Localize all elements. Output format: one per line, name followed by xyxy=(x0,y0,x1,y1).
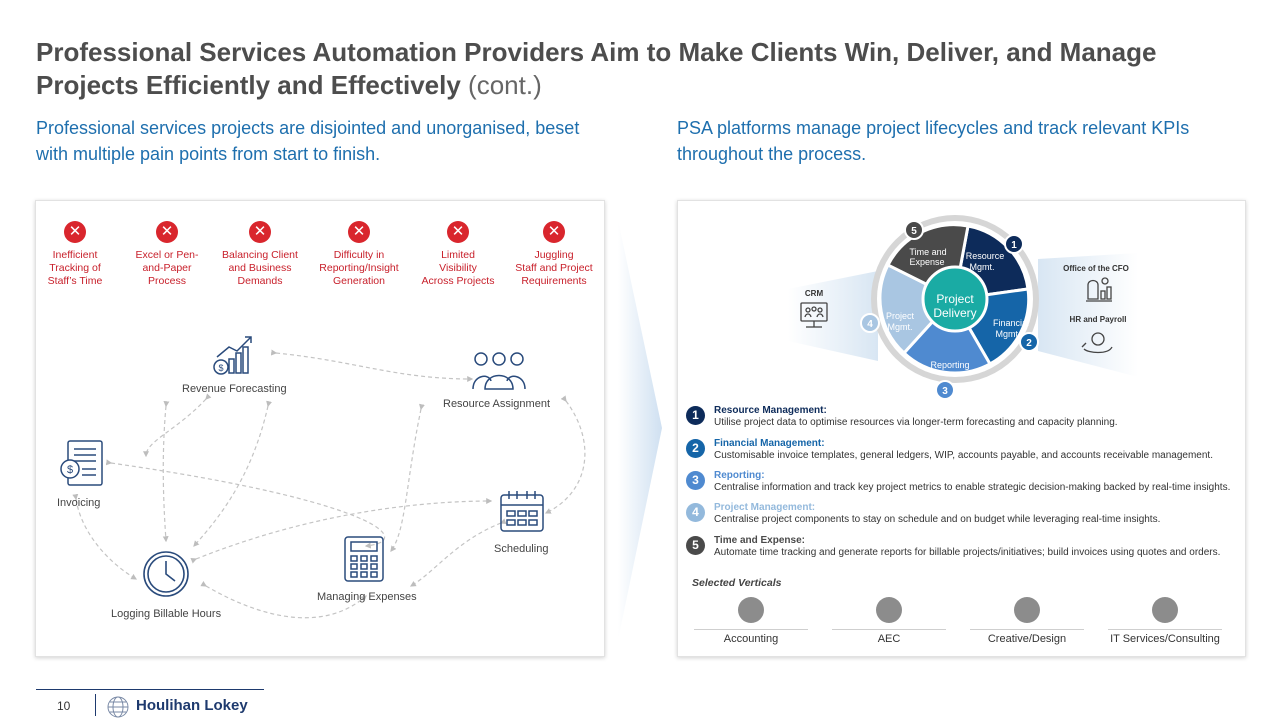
it-services-icon xyxy=(1152,597,1178,623)
seg-financial-label-1: Financial xyxy=(993,318,1029,328)
kpi-number-2: 2 xyxy=(686,439,705,458)
vertical-creative-design: Creative/Design xyxy=(970,597,1084,645)
psa-lifecycle-donut: Project Delivery Resource Mgmt. Financia… xyxy=(788,215,1138,400)
revenue-chart-icon: $ xyxy=(213,336,252,375)
invoice-icon: $ xyxy=(60,440,103,486)
badge-3: 3 xyxy=(942,386,948,397)
right-subtitle: PSA platforms manage project lifecycles … xyxy=(677,118,1190,164)
kpi-title-2: Financial Management: xyxy=(714,438,825,449)
hr-payroll-icon xyxy=(1081,332,1113,354)
svg-text:$: $ xyxy=(218,363,223,373)
x-icon: ✕ xyxy=(348,221,370,243)
seg-time-label-2: Expense xyxy=(909,257,944,267)
kpi-desc-3: Centralise information and track key pro… xyxy=(714,482,1231,493)
page-number: 10 xyxy=(57,699,71,713)
vertical-it-services-consulting: IT Services/Consulting xyxy=(1108,597,1222,645)
seg-financial-label-2: Mgmt. xyxy=(995,329,1020,339)
footer-separator xyxy=(95,694,96,716)
seg-resource-label-1: Resource xyxy=(966,251,1005,261)
transition-arrow xyxy=(618,220,662,640)
kpi-number-1: 1 xyxy=(686,406,705,425)
badge-1: 1 xyxy=(1011,240,1017,251)
node-scheduling: Scheduling xyxy=(494,543,549,555)
page-title: Professional Services Automation Provide… xyxy=(36,36,1256,102)
x-icon: ✕ xyxy=(447,221,469,243)
svg-text:$: $ xyxy=(67,464,73,476)
calendar-icon xyxy=(500,491,544,532)
kpi-desc-5: Automate time tracking and generate repo… xyxy=(714,547,1221,558)
company-logo-text: Houlihan Lokey xyxy=(136,697,248,714)
footer-rule xyxy=(36,689,264,690)
cfo-analytics-icon xyxy=(1086,277,1112,302)
creative-design-icon xyxy=(1014,597,1040,623)
kpi-number-3: 3 xyxy=(686,471,705,490)
kpi-number-4: 4 xyxy=(686,503,705,522)
vertical-accounting: Accounting xyxy=(694,597,808,645)
crm-monitor-icon xyxy=(800,302,828,328)
title-main: Professional Services Automation Provide… xyxy=(36,37,1157,100)
cfo-label: Office of the CFO xyxy=(1063,264,1129,273)
x-icon: ✕ xyxy=(64,221,86,243)
workflow-connectors xyxy=(72,349,586,619)
hr-label: HR and Payroll xyxy=(1070,315,1127,324)
kpi-title-1: Resource Management: xyxy=(714,405,827,416)
psa-panel: Project Delivery Resource Mgmt. Financia… xyxy=(677,200,1246,657)
seg-project-label-1: Project xyxy=(886,311,915,321)
x-icon: ✕ xyxy=(543,221,565,243)
people-icon xyxy=(472,352,526,390)
node-invoicing: Invoicing xyxy=(57,497,101,509)
aec-icon xyxy=(876,597,902,623)
kpi-desc-2: Customisable invoice templates, general … xyxy=(714,450,1213,461)
node-resource-assignment: Resource Assignment xyxy=(443,398,550,410)
verticals-heading: Selected Verticals xyxy=(692,577,782,589)
accounting-icon xyxy=(738,597,764,623)
donut-center-line2: Delivery xyxy=(933,306,976,320)
kpi-number-5: 5 xyxy=(686,536,705,555)
seg-project-label-2: Mgmt. xyxy=(887,322,912,332)
kpi-desc-1: Utilise project data to optimise resourc… xyxy=(714,417,1118,428)
kpi-title-3: Reporting: xyxy=(714,470,765,481)
node-logging-billable-hours: Logging Billable Hours xyxy=(111,608,222,620)
node-revenue-forecasting: Revenue Forecasting xyxy=(182,383,287,395)
left-subtitle: Professional services projects are disjo… xyxy=(36,118,580,164)
badge-5: 5 xyxy=(911,226,917,237)
badge-2: 2 xyxy=(1026,338,1032,349)
seg-resource-label-2: Mgmt. xyxy=(969,262,994,272)
node-managing-expenses: Managing Expenses xyxy=(317,591,417,603)
vertical-aec: AEC xyxy=(832,597,946,645)
kpi-title-5: Time and Expense: xyxy=(714,535,805,546)
x-icon: ✕ xyxy=(156,221,178,243)
x-icon: ✕ xyxy=(249,221,271,243)
crm-label: CRM xyxy=(805,289,824,298)
kpi-title-4: Project Management: xyxy=(714,502,816,513)
badge-4: 4 xyxy=(867,319,873,330)
donut-center-line1: Project xyxy=(936,292,974,306)
seg-time-label-1: Time and xyxy=(909,247,946,257)
calculator-icon xyxy=(344,536,384,582)
kpi-desc-4: Centralise project components to stay on… xyxy=(714,514,1161,525)
globe-logo-icon xyxy=(107,696,129,718)
seg-reporting-label: Reporting xyxy=(930,360,969,370)
clock-icon xyxy=(143,551,189,597)
title-suffix: (cont.) xyxy=(468,70,542,100)
